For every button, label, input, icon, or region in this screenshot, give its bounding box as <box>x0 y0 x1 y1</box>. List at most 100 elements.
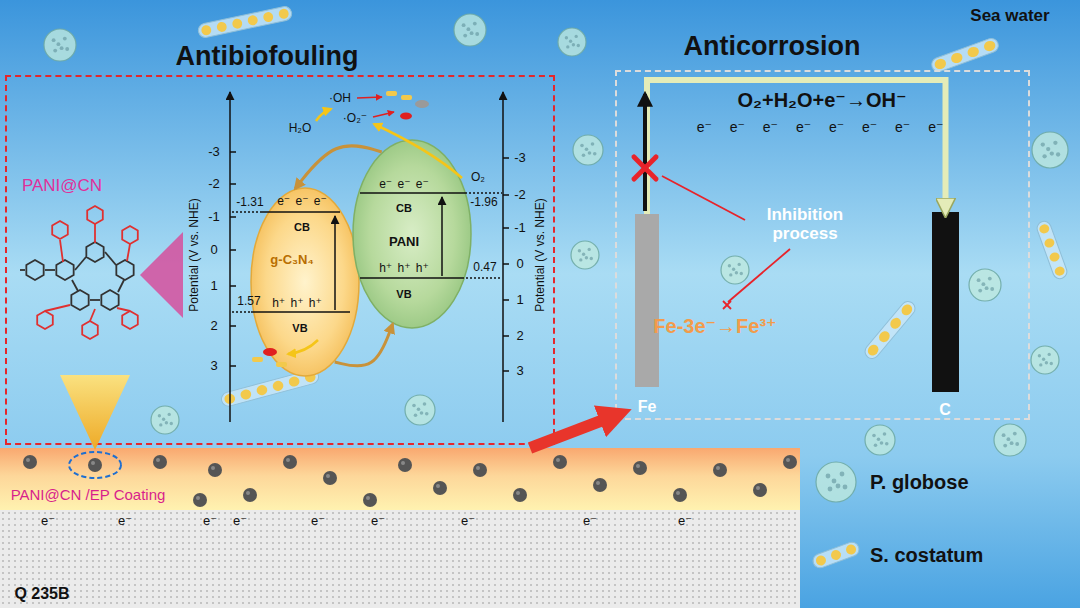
p-globose-cell <box>828 487 833 492</box>
p-globose-cell <box>405 395 435 425</box>
band-level-line <box>232 211 262 213</box>
species-label: ·O₂⁻ <box>343 112 367 125</box>
pani-cn-structure <box>82 321 98 339</box>
p-globose-cell <box>475 32 479 36</box>
p-globose-cell <box>729 273 732 276</box>
tick-label: -1 <box>514 221 526 235</box>
excitation-arrow <box>441 197 443 276</box>
coating-particles <box>476 466 480 470</box>
coating-particles <box>23 455 797 507</box>
p-globose-cell <box>1038 354 1041 357</box>
band-level-line <box>360 192 465 194</box>
band-ellipse: e⁻ e⁻ e⁻CBPANIh⁺ h⁺ h⁺VB <box>352 139 472 329</box>
coating-particles <box>473 463 487 477</box>
s-costatum-chain <box>862 299 918 362</box>
p-globose-cell <box>470 31 474 35</box>
s-costatum-chain <box>256 384 269 396</box>
node-label: Antibiofouling <box>176 42 359 72</box>
node-label: Anticorrosion <box>683 32 860 62</box>
potential-value: 1.57 <box>237 295 260 308</box>
s-costatum-chain <box>1043 237 1055 249</box>
p-globose-cell <box>988 277 992 281</box>
pani-cn-structure <box>118 280 124 292</box>
cell-fragment <box>401 95 412 100</box>
p-globose-cell <box>1039 363 1042 366</box>
s-costatum-chain <box>877 329 892 344</box>
p-globose-cell <box>1003 444 1007 448</box>
potential-axis <box>230 365 236 367</box>
process-note: Inhibition process <box>750 206 860 243</box>
pani-cn-structure <box>90 299 100 301</box>
p-globose-cell <box>865 425 895 455</box>
p-globose-cell <box>728 264 731 267</box>
coating-particles <box>91 461 95 465</box>
s-costatum-chain <box>262 11 274 23</box>
p-globose-cell <box>1041 142 1045 146</box>
s-costatum-chain <box>815 554 828 567</box>
cell-fragment <box>386 91 397 96</box>
p-globose-cell <box>44 29 76 61</box>
p-globose-cell <box>412 404 416 408</box>
material-label: PANI@CN <box>22 177 102 196</box>
p-globose-cell <box>558 28 586 56</box>
electron-symbol: e⁻ <box>203 514 217 528</box>
p-globose-cell <box>738 263 741 266</box>
inhibition-cross <box>634 157 656 179</box>
charge-transfer-arrow <box>295 146 382 189</box>
coating-particles <box>633 461 647 475</box>
s-costatum-chain <box>845 543 858 556</box>
p-globose-cell <box>994 424 1026 456</box>
attack-arrow <box>357 97 382 98</box>
p-globose-cell <box>573 135 603 165</box>
legend-swatch <box>812 532 864 578</box>
p-globose-cell <box>63 37 67 41</box>
pani-cn-structure <box>75 257 86 270</box>
p-globose-cell <box>732 268 735 271</box>
p-globose-cell <box>162 418 165 421</box>
p-globose-cell <box>885 442 889 446</box>
coating-particles <box>553 455 567 469</box>
s-costatum-chain <box>1035 219 1069 280</box>
leader-line <box>723 301 731 309</box>
p-globose-cell <box>414 413 418 417</box>
potential-axis <box>230 325 236 327</box>
p-globose-cell <box>883 432 887 436</box>
pani-cn-structure <box>45 305 70 311</box>
node-label: Q 235B <box>14 585 69 603</box>
p-globose-cell <box>840 472 845 477</box>
pani-cn-structure <box>105 252 116 265</box>
p-globose-cell <box>159 423 162 426</box>
electron-symbol: e⁻ <box>233 514 247 528</box>
s-costatum-chain <box>247 14 259 26</box>
radical-arrow <box>288 109 462 354</box>
coating-particles <box>323 471 337 485</box>
s-costatum-chain <box>888 316 903 331</box>
coating-particles <box>673 488 687 502</box>
potential-axis <box>230 285 236 287</box>
pink-zoom-triangle <box>140 232 183 318</box>
legend-label: S. costatum <box>870 544 983 567</box>
p-globose-cell <box>577 44 580 47</box>
electron-symbol: e⁻ <box>678 514 692 528</box>
tick-label: 1 <box>516 293 523 307</box>
p-globose-cell <box>590 257 593 260</box>
cell-fragment <box>415 100 429 108</box>
cell-fragment <box>252 357 263 362</box>
leader-line <box>728 249 790 302</box>
p-globose-cell <box>843 485 848 490</box>
node-text: CB <box>396 202 412 214</box>
region-label: Sea water <box>970 7 1049 26</box>
s-costatum-chain <box>830 549 843 562</box>
legend-swatch <box>812 459 864 505</box>
axis-title: Potential (V vs. NHE) <box>534 198 547 311</box>
carbon-electrode: C <box>932 212 959 392</box>
p-globose-cell <box>65 47 69 51</box>
axis-title: Potential (V vs. NHE) <box>188 198 201 311</box>
tick-label: -3 <box>208 145 220 159</box>
coating-particles <box>753 483 767 497</box>
potential-axis <box>503 370 509 372</box>
coating-particles <box>286 458 290 462</box>
coating-particles <box>193 493 207 507</box>
leader-line <box>723 301 731 309</box>
pani-cn-structure <box>86 242 103 262</box>
